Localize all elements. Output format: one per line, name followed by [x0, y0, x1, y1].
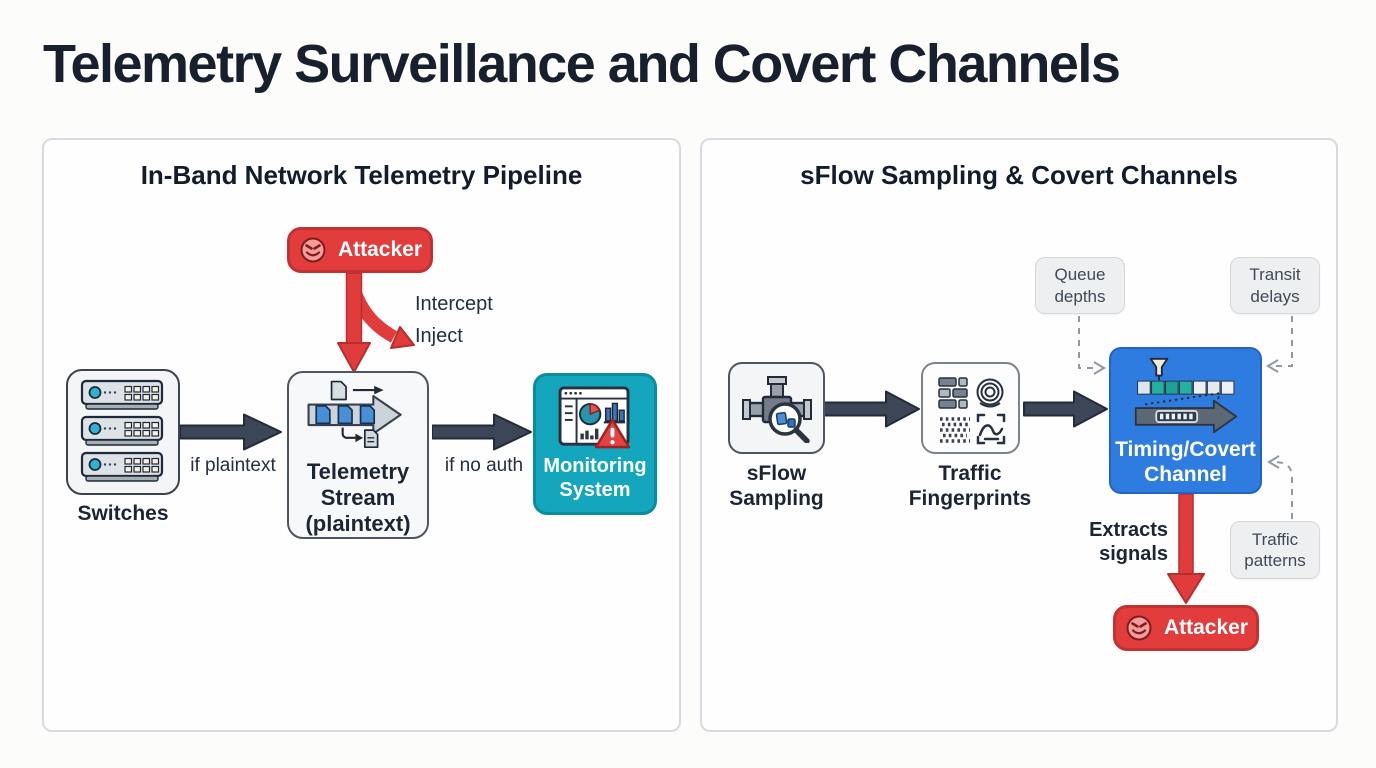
transit-delays-connector	[1266, 316, 1293, 373]
if-plaintext-label: if plaintext	[190, 455, 276, 476]
flow-arrow-right-2	[1023, 390, 1108, 428]
extract-arrow	[1167, 493, 1205, 604]
switches-node	[66, 369, 180, 495]
flow-arrow-left-2	[432, 413, 532, 451]
flow-arrow-left-1	[180, 413, 282, 451]
extracts-signals-label: Extracts signals	[1089, 519, 1168, 566]
sflow-sampling-label: sFlow Sampling	[729, 462, 824, 510]
telemetry-stream-node: Telemetry Stream (plaintext)	[287, 371, 429, 539]
timing-queue-icon	[1134, 357, 1237, 434]
devil-face-icon	[1126, 615, 1152, 641]
page-title: Telemetry Surveillance and Covert Channe…	[43, 34, 1121, 94]
inject-label: Inject	[415, 325, 463, 347]
if-no-auth-label: if no auth	[444, 455, 524, 476]
attack-fork-arrow	[337, 273, 415, 373]
timing-covert-channel-node: Timing/Covert Channel	[1109, 347, 1262, 494]
monitoring-system-node: Monitoring System	[533, 373, 657, 515]
attacker-label: Attacker	[1163, 616, 1249, 639]
document-stream-icon	[307, 380, 402, 449]
monitoring-system-label: Monitoring System	[543, 455, 647, 501]
traffic-fingerprints-node	[921, 362, 1020, 454]
left-panel: In-Band Network Telemetry Pipeline Attac…	[42, 138, 681, 732]
transit-delays-callout: Transit delays	[1230, 257, 1320, 314]
queue-depths-connector	[1078, 316, 1106, 375]
switches-label: Switches	[77, 502, 169, 525]
devil-face-icon	[300, 237, 326, 263]
traffic-patterns-callout: Traffic patterns	[1230, 521, 1320, 579]
telemetry-stream-label: Telemetry Stream (plaintext)	[305, 459, 411, 537]
attacker-node-left: Attacker	[287, 227, 433, 273]
flow-tap-magnifier-icon	[741, 376, 812, 443]
intercept-label: Intercept	[415, 293, 493, 315]
timing-covert-channel-label: Timing/Covert Channel	[1115, 438, 1256, 486]
attacker-label: Attacker	[337, 238, 423, 261]
traffic-fingerprints-label: Traffic Fingerprints	[908, 462, 1032, 510]
left-panel-title: In-Band Network Telemetry Pipeline	[140, 160, 583, 190]
fingerprint-grid-icon	[937, 377, 1005, 445]
right-panel-title: sFlow Sampling & Covert Channels	[800, 160, 1238, 190]
dashboard-alert-icon	[558, 386, 631, 449]
switch-stack-icon	[80, 379, 164, 482]
sflow-sampling-node	[728, 362, 825, 454]
attacker-node-right: Attacker	[1113, 605, 1259, 651]
right-panel: sFlow Sampling & Covert Channels Queue d…	[700, 138, 1338, 732]
queue-depths-callout: Queue depths	[1035, 257, 1125, 314]
traffic-patterns-connector	[1267, 455, 1293, 519]
flow-arrow-right-1	[823, 390, 920, 428]
